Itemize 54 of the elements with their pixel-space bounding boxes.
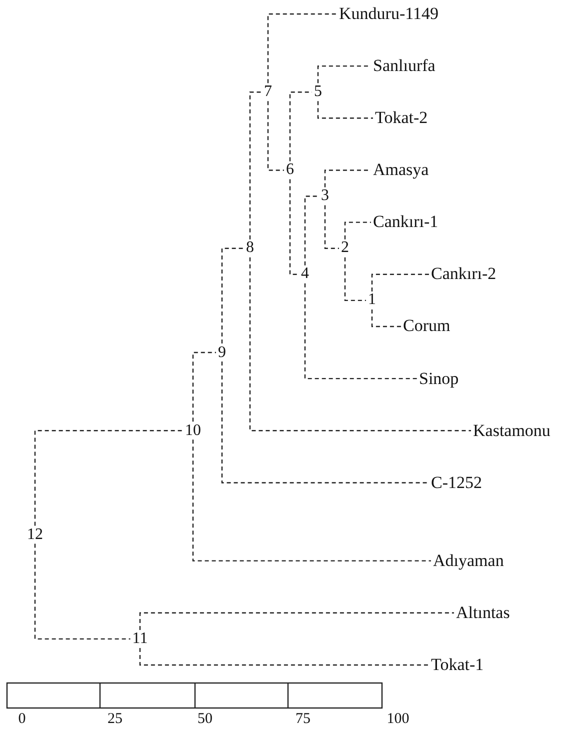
taxon-label: Tokat-2 xyxy=(374,109,429,128)
scale-label: 25 xyxy=(108,711,122,728)
tree-branch xyxy=(267,13,337,84)
node-number: 9 xyxy=(217,344,227,362)
node-number: 4 xyxy=(300,265,310,284)
node-number: 2 xyxy=(340,239,350,258)
tree-branch xyxy=(34,544,130,640)
tree-branch xyxy=(304,283,417,380)
scale-label: 75 xyxy=(296,711,310,728)
taxon-label: Adıyaman xyxy=(432,552,505,570)
tree-branch xyxy=(221,248,244,344)
node-number: 6 xyxy=(285,161,295,180)
tree-branch xyxy=(139,612,454,630)
node-number: 3 xyxy=(320,187,330,206)
scale-label: 100 xyxy=(386,711,410,728)
node-number: 1 xyxy=(367,291,377,310)
tree-branch xyxy=(221,362,429,484)
tree-branch xyxy=(324,205,339,249)
scale-label: 0 xyxy=(18,711,26,728)
tree-branch xyxy=(249,257,471,432)
node-number: 7 xyxy=(263,83,273,102)
tree-branch xyxy=(371,309,401,328)
tree-branch xyxy=(371,274,429,292)
taxon-label: Cankırı-2 xyxy=(430,265,498,284)
tree-branch xyxy=(317,65,371,84)
node-number: 8 xyxy=(245,239,255,258)
tree-branch xyxy=(34,430,183,526)
taxon-label: Cankırı-1 xyxy=(372,213,440,232)
node-number: 10 xyxy=(184,422,202,440)
tree-branch xyxy=(344,257,366,302)
taxon-label: Sinop xyxy=(418,370,460,388)
tree-branch xyxy=(192,352,216,422)
tree-branch xyxy=(139,648,429,666)
node-number: 5 xyxy=(313,83,323,102)
tree-branch xyxy=(192,440,431,562)
taxon-label: C-1252 xyxy=(430,474,483,492)
node-number: 11 xyxy=(131,630,149,648)
tree-branch xyxy=(324,170,371,188)
node-number: 12 xyxy=(26,526,44,544)
tree-branch xyxy=(267,101,284,171)
tree-branch xyxy=(344,222,371,240)
tree-branch xyxy=(317,101,373,119)
tree-branch xyxy=(249,92,262,240)
taxon-label: Kastamonu xyxy=(472,422,552,440)
tree-branch xyxy=(289,92,312,162)
taxon-label: Corum xyxy=(402,317,452,336)
tree-branch xyxy=(304,196,319,266)
taxon-label: Sanlıurfa xyxy=(372,57,436,76)
taxon-label: Tokat-1 xyxy=(430,656,485,674)
scale-label: 50 xyxy=(198,711,212,728)
taxon-label: Kunduru-1149 xyxy=(338,5,440,23)
taxon-label: Altıntas xyxy=(455,604,511,622)
taxon-label: Amasya xyxy=(372,161,430,180)
tree-branch xyxy=(289,179,299,275)
